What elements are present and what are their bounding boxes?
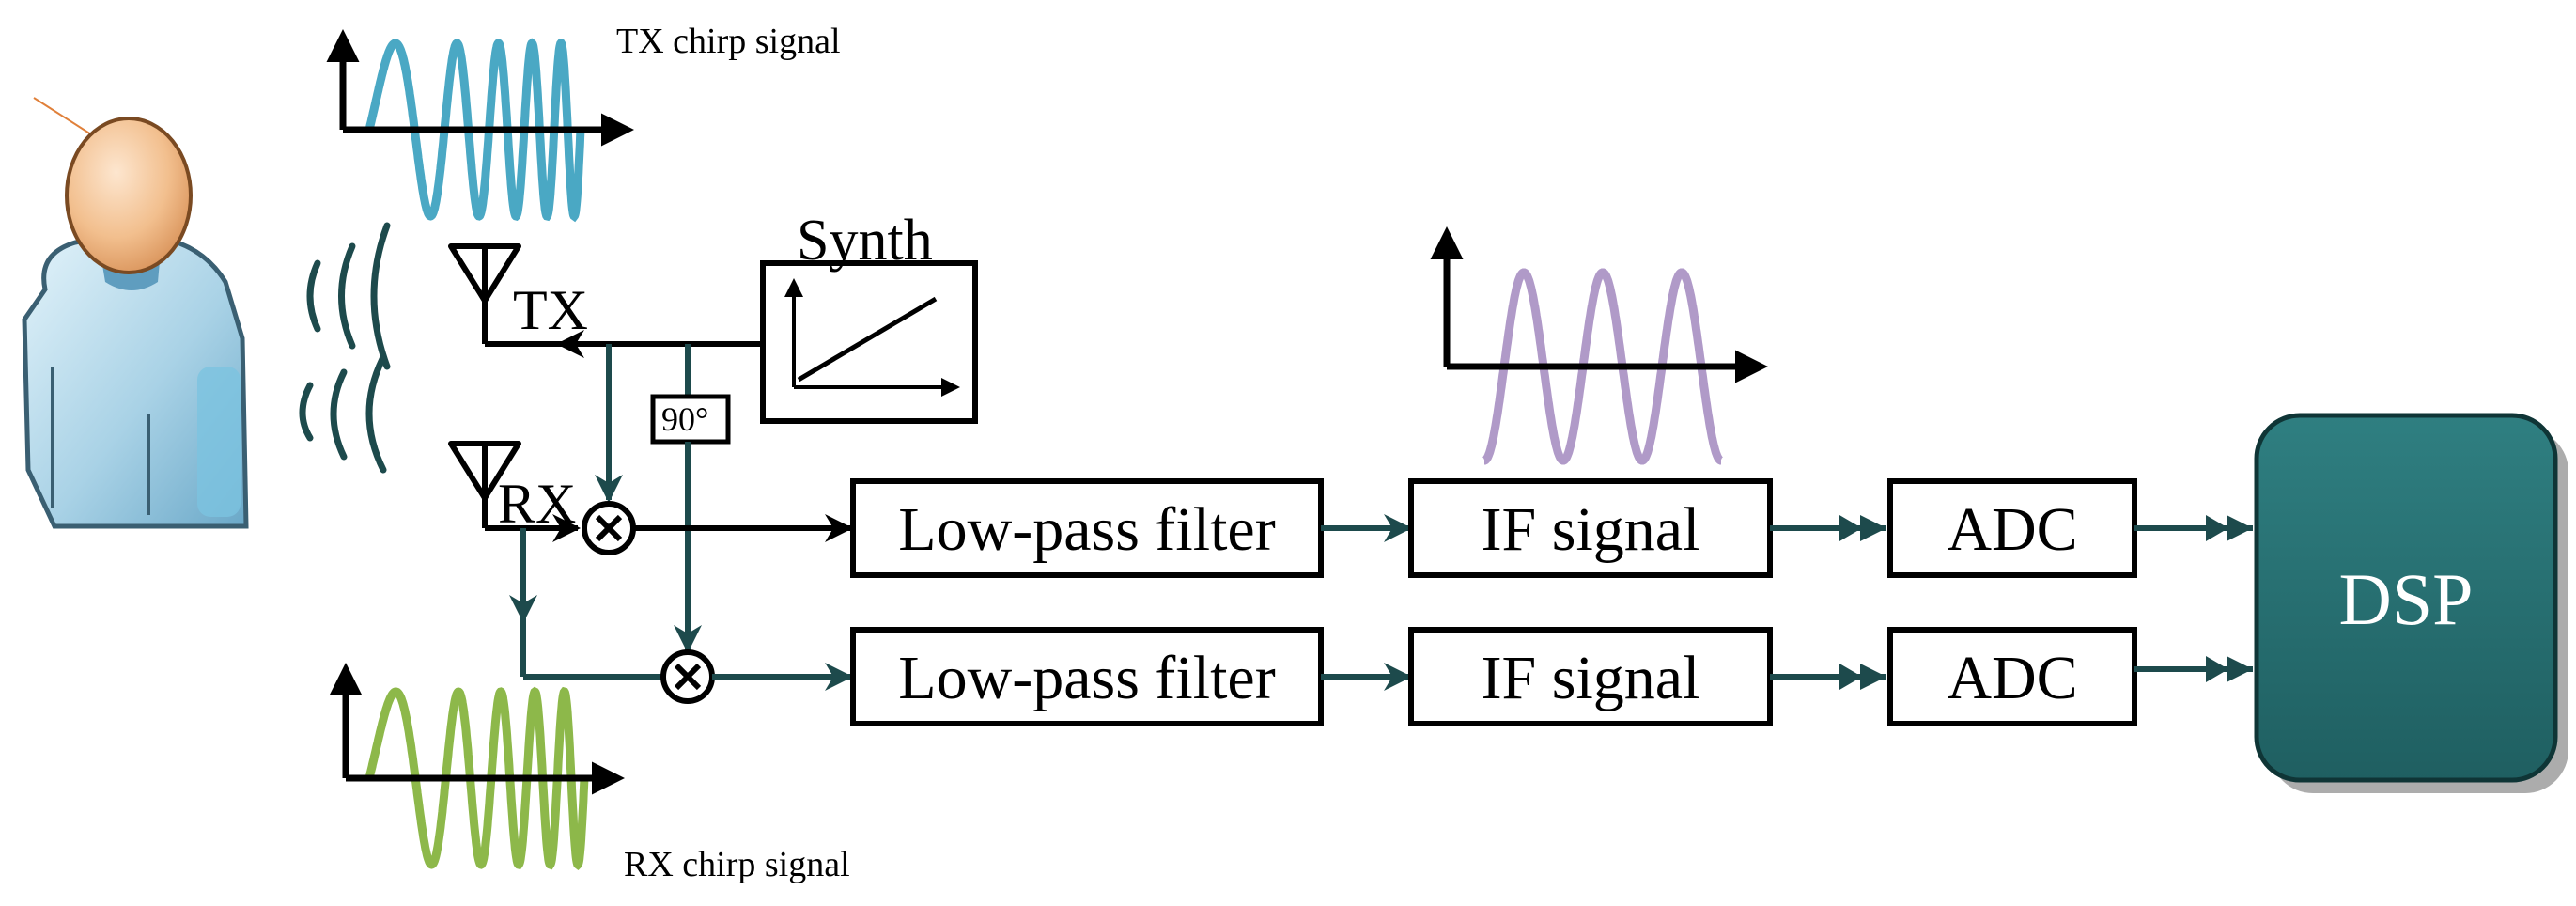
- if-bottom-block: IF signal: [1408, 627, 1773, 726]
- if-bottom-label: IF signal: [1482, 644, 1700, 712]
- tx-chirp-label: TX chirp signal: [616, 22, 841, 61]
- dsp-label: DSP: [2338, 558, 2473, 640]
- tx-chirp-wave: [365, 38, 585, 223]
- adc-bottom-label: ADC: [1947, 644, 2077, 712]
- tx-antenna-icon: [448, 243, 521, 344]
- rx-chirp-label: RX chirp signal: [624, 845, 850, 884]
- bottom-mixer-icon: [660, 649, 715, 704]
- adc-top-block: ADC: [1887, 478, 2137, 578]
- person-icon: [22, 97, 249, 529]
- tx-label: TX: [513, 279, 588, 341]
- rx-antenna-icon: [448, 441, 521, 528]
- rx-chirp-plot: [329, 663, 625, 870]
- if-signal-wave: [1482, 268, 1723, 465]
- synth-label: Synth: [797, 209, 933, 273]
- lpf-top-label: Low-pass filter: [898, 495, 1275, 564]
- lpf-bottom-label: Low-pass filter: [898, 644, 1275, 712]
- adc-top-label: ADC: [1947, 495, 2077, 564]
- phase-shift-block: 90°: [650, 394, 731, 445]
- radio-waves-icon: [299, 222, 391, 474]
- adc-bottom-block: ADC: [1887, 627, 2137, 726]
- dsp-block: DSP: [2254, 413, 2568, 793]
- adc-to-dsp-connectors: [2134, 515, 2253, 682]
- synth-block: [760, 260, 978, 424]
- if-signal-plot: [1430, 226, 1768, 465]
- lpf-top-block: Low-pass filter: [850, 478, 1324, 578]
- lpf-bottom-block: Low-pass filter: [850, 627, 1324, 726]
- phase-shift-label: 90°: [661, 400, 708, 438]
- rx-chirp-wave: [365, 686, 589, 870]
- if-to-adc-connectors: [1770, 515, 1886, 690]
- tx-chirp-plot: [326, 29, 634, 223]
- top-mixer-icon: [582, 501, 636, 555]
- if-top-block: IF signal: [1408, 478, 1773, 578]
- if-top-label: IF signal: [1482, 495, 1700, 564]
